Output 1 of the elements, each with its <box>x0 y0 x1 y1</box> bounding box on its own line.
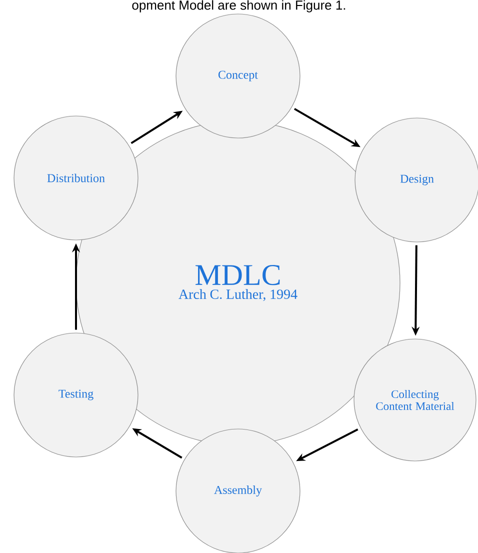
node-label: Assembly <box>214 486 262 496</box>
